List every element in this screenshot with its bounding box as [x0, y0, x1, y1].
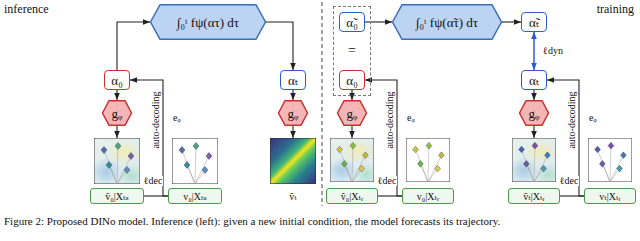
sample-points: [413, 142, 445, 172]
symbol-text: α̃₀: [346, 16, 357, 29]
line-label: auto-decoding: [385, 91, 395, 148]
field-panel: ṽ₀|Xₜᵣ: [326, 138, 378, 204]
dashed-group: = α̃₀ α₀: [333, 6, 371, 96]
field-label: v₀|Xₜₛ: [168, 188, 222, 204]
connector: [502, 21, 521, 22]
symbol-text: gᵩ: [288, 107, 299, 120]
connector: [116, 126, 117, 138]
edge-label: eᵩ: [588, 113, 598, 123]
latent-code-box: αₜ: [280, 70, 306, 90]
symbol-text: α̃ₜ: [529, 16, 539, 29]
connector: [292, 90, 293, 100]
edge-label: ℓdec: [559, 176, 580, 186]
connector: [351, 126, 352, 138]
connector: [547, 80, 584, 196]
connector: [365, 21, 392, 22]
decoder-box: gᵩ: [278, 100, 308, 126]
field-image: [90, 138, 146, 188]
points-image: [406, 138, 449, 182]
latent-code-box: α₀: [339, 70, 365, 90]
field-label: ṽₜ: [266, 188, 320, 204]
line-label: auto-decoding: [151, 91, 161, 148]
field-label: ṽ₀|Xₜₛ: [90, 188, 144, 204]
latent-code-box: α₀: [104, 70, 130, 90]
edge-label: ℓdec: [143, 176, 164, 186]
field-panel: vₜ|Xₜᵣ: [584, 138, 636, 204]
symbol-text: α₀: [346, 74, 357, 87]
edge-label: ℓdec: [377, 176, 398, 186]
connector: [130, 80, 168, 196]
sample-points: [595, 142, 627, 172]
hexagon-outline: [520, 101, 549, 126]
latent-code-box: α̃₀: [339, 12, 365, 32]
points-image: [588, 138, 631, 181]
field-image: [326, 138, 380, 186]
hexagon-outline: [393, 5, 502, 40]
field-image: [326, 138, 380, 186]
decoder-box: gᵩ: [102, 100, 132, 126]
hexagon-outline: [279, 101, 308, 126]
points-image: [588, 138, 631, 182]
decoder-box: gᵩ: [519, 100, 549, 126]
field-image: [508, 138, 562, 186]
forecast-panel: ṽₜ: [266, 138, 320, 204]
connector: [351, 90, 352, 100]
sample-points: [337, 142, 369, 172]
points-image: [172, 138, 217, 183]
field-panel: v₀|Xₜₛ: [168, 138, 222, 204]
field-label: vₜ|Xₜᵣ: [584, 188, 636, 204]
symbol-text: gᵩ: [112, 107, 123, 120]
connector: [533, 126, 534, 138]
field-image: [508, 138, 562, 186]
field-panel: ṽ₀|Xₜₛ: [90, 138, 144, 204]
panel-divider: [322, 2, 323, 206]
connector: [116, 90, 117, 100]
sample-points: [101, 143, 134, 174]
hexagon-outline: [103, 101, 132, 126]
panel-title: training: [597, 3, 634, 15]
field-label: ṽ₀|Xₜᵣ: [326, 188, 378, 204]
sample-points: [519, 142, 551, 172]
field-label: v₀|Xₜᵣ: [402, 188, 454, 204]
latent-code-box: α̃ₜ: [521, 12, 547, 32]
figure-caption: Figure 2: Proposed DINo model. Inference…: [4, 216, 636, 227]
latent-code-box: αₜ: [521, 70, 547, 90]
field-image: [90, 138, 146, 188]
forecast-image: [270, 138, 316, 184]
symbol-text: gᵩ: [347, 107, 358, 120]
edge-label: eᵩ: [406, 113, 416, 123]
integral-text: ∫₀ᵗ fψ(α̃τ) dτ: [416, 16, 478, 29]
connector: [117, 22, 150, 70]
field-label: ṽₜ|Xₜᵣ: [508, 188, 560, 204]
integral-box: ∫₀ᵗ fψ(ατ) dτ: [150, 4, 266, 40]
points-image: [172, 138, 217, 184]
symbol-text: α₀: [111, 74, 122, 87]
connector: [533, 90, 534, 100]
field-panel: v₀|Xₜᵣ: [402, 138, 454, 204]
hexagon-outline: [338, 101, 367, 126]
connector: [533, 32, 535, 70]
connector: [365, 80, 402, 196]
edge-label: ℓdyn: [542, 46, 564, 56]
panel-title: inference: [4, 3, 49, 15]
symbol-text: αₜ: [288, 74, 298, 87]
connector: [266, 22, 293, 70]
field-panel: ṽₜ|Xₜᵣ: [508, 138, 560, 204]
sample-points: [179, 143, 212, 174]
points-image: [406, 138, 449, 181]
connector: [292, 126, 293, 138]
edge-label: eᵩ: [172, 113, 182, 123]
symbol-text: αₜ: [529, 74, 539, 87]
equals-sign: =: [334, 43, 370, 59]
line-label: auto-decoding: [567, 91, 577, 148]
decoder-box: gᵩ: [337, 100, 367, 126]
symbol-text: gᵩ: [529, 107, 540, 120]
integral-text: ∫₀ᵗ fψ(ατ) dτ: [177, 16, 239, 29]
hexagon-outline: [151, 5, 266, 40]
integral-box: ∫₀ᵗ fψ(α̃τ) dτ: [392, 4, 502, 40]
